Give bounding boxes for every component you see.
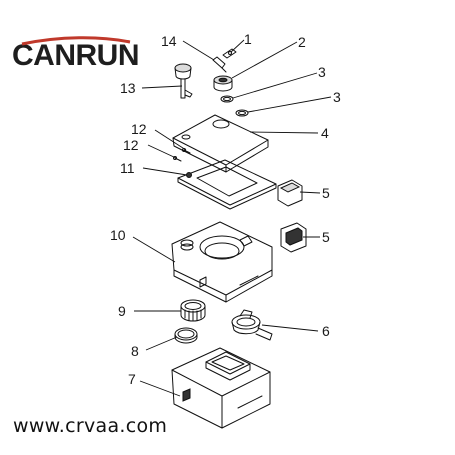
callout-12a: 12 — [131, 121, 147, 137]
leader-10 — [132, 236, 176, 263]
part-5-latch-upper — [277, 179, 303, 207]
callout-10: 10 — [110, 227, 126, 243]
part-7-lower-tank — [171, 347, 271, 429]
part-8-gasket-ring — [174, 327, 198, 344]
callout-8: 8 — [131, 343, 139, 359]
callout-7: 7 — [128, 371, 136, 387]
website-url: www.crvaa.com — [13, 415, 167, 437]
leader-5a — [299, 191, 321, 194]
leader-3a — [232, 72, 318, 99]
callout-4: 4 — [321, 125, 329, 141]
leader-12a — [154, 129, 187, 151]
leader-13 — [141, 85, 183, 89]
callout-6: 6 — [322, 323, 330, 339]
callout-9: 9 — [118, 303, 126, 319]
callout-13: 13 — [120, 80, 136, 96]
leader-2 — [231, 41, 298, 79]
part-6-spout-valve — [231, 309, 273, 341]
leader-6 — [261, 324, 319, 332]
leader-3b — [247, 96, 332, 113]
part-5-latch-lower — [280, 222, 307, 253]
part-2-cap — [213, 75, 233, 92]
part-3-oring-upper — [220, 95, 234, 103]
leader-4 — [249, 131, 319, 134]
leader-1 — [230, 39, 245, 53]
callout-5a: 5 — [322, 185, 330, 201]
canrun-logo: CANRUN — [12, 36, 140, 72]
callout-5b: 5 — [322, 229, 330, 245]
callout-14: 14 — [161, 33, 177, 49]
leader-7 — [139, 380, 181, 397]
part-12-screw-b — [173, 156, 182, 162]
leader-8 — [145, 336, 178, 351]
callout-3b: 3 — [333, 89, 341, 105]
callout-2: 2 — [298, 34, 306, 50]
part-13-valve-handle — [174, 63, 193, 99]
logo-swoosh-icon — [21, 36, 131, 46]
part-1-clip — [222, 48, 237, 59]
leader-11 — [142, 167, 188, 176]
callout-numbers: 14 1 2 3 13 3 12 4 12 11 5 10 5 9 6 8 7 — [110, 31, 341, 387]
part-3-oring-lower — [235, 109, 249, 117]
leader-12b — [147, 144, 177, 159]
part-9-threaded-ring — [180, 299, 206, 322]
leader-lines — [132, 39, 332, 397]
callout-1: 1 — [244, 31, 252, 47]
leader-14 — [182, 40, 215, 61]
callout-12b: 12 — [123, 137, 139, 153]
part-11-seal-gasket — [177, 159, 277, 210]
part-4-top-cover — [172, 114, 269, 173]
callout-3a: 3 — [318, 64, 326, 80]
part-10-upper-tank — [171, 221, 273, 303]
logo-text: CANRUN — [12, 39, 139, 72]
callout-11: 11 — [120, 160, 135, 176]
part-14-pin — [212, 56, 227, 73]
